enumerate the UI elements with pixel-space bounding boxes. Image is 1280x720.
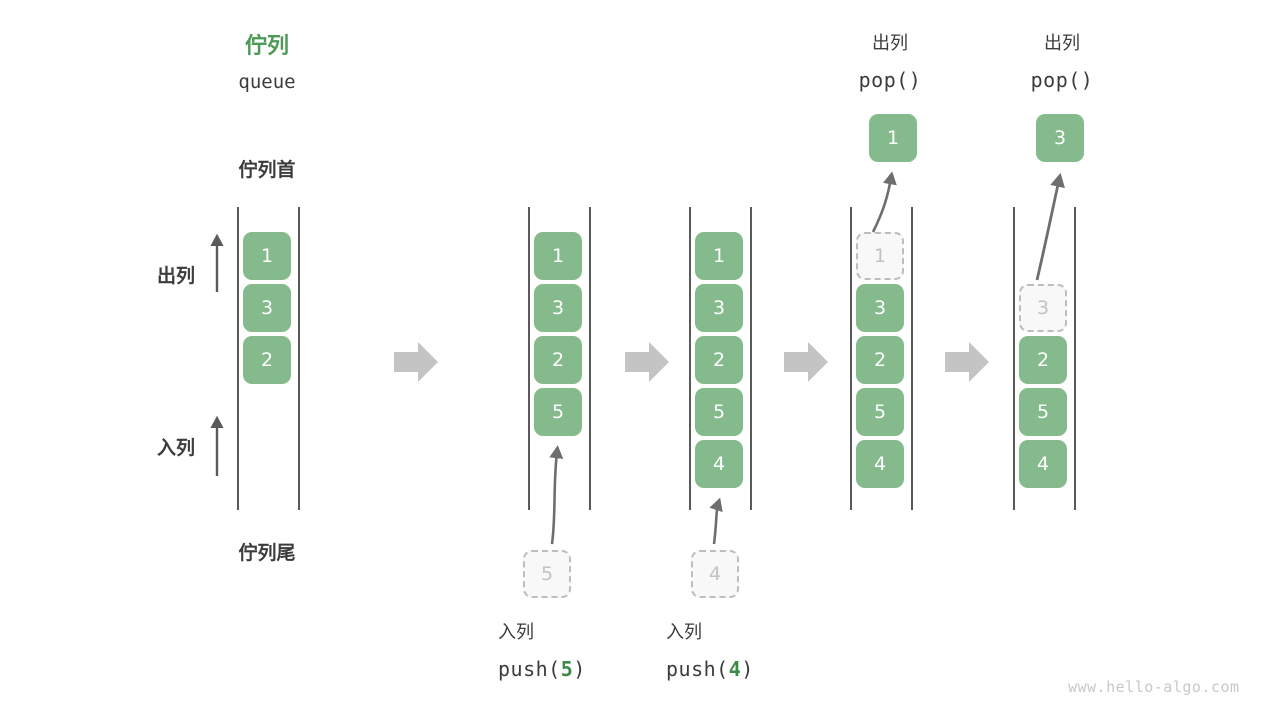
queue-rail-left-0 — [237, 207, 239, 510]
page-title-en: queue — [238, 71, 296, 93]
queue-cell: 5 — [856, 388, 904, 436]
step-caption-code-2: push(4) — [666, 657, 826, 682]
queue-cell: 1 — [695, 232, 743, 280]
queue-rear-label: 佇列尾 — [238, 542, 296, 564]
page-title-cn: 佇列 — [244, 34, 289, 59]
dequeue-direction-label: 出列 — [156, 265, 195, 287]
queue-rail-right-0 — [298, 207, 300, 510]
queue-cell: 5 — [695, 388, 743, 436]
push-arg: 4 — [728, 657, 742, 681]
step-arrow — [945, 342, 989, 382]
queue-cell-new: 4 — [695, 440, 743, 488]
queue-rail-left-1 — [528, 207, 530, 510]
queue-cell-removed: 3 — [1019, 284, 1067, 332]
step-caption-cn-1: 入列 — [498, 622, 534, 643]
queue-cell-removed: 1 — [856, 232, 904, 280]
queue-cell: 4 — [1019, 440, 1067, 488]
popped-element: 3 — [1036, 114, 1084, 162]
incoming-element-ghost: 5 — [523, 550, 571, 598]
push-prefix: push( — [498, 657, 561, 681]
push-prefix: push( — [666, 657, 729, 681]
queue-front-label: 佇列首 — [238, 159, 296, 181]
queue-cell: 4 — [856, 440, 904, 488]
queue-cell: 3 — [534, 284, 582, 332]
push-suffix: ) — [741, 657, 754, 681]
popped-element: 1 — [869, 114, 917, 162]
queue-cell: 1 — [243, 232, 291, 280]
queue-cell: 2 — [695, 336, 743, 384]
pop-arrow-3 — [1035, 172, 1065, 281]
queue-rail-left-2 — [689, 207, 691, 510]
step-arrow — [625, 342, 669, 382]
enqueue-direction-label: 入列 — [156, 437, 195, 459]
queue-rail-right-3 — [911, 207, 913, 510]
queue-cell: 2 — [534, 336, 582, 384]
step-header-cn-3: 出列 — [872, 33, 908, 54]
queue-cell: 3 — [695, 284, 743, 332]
queue-cell: 2 — [856, 336, 904, 384]
push-arg: 5 — [560, 657, 574, 681]
queue-cell: 3 — [856, 284, 904, 332]
queue-cell: 2 — [243, 336, 291, 384]
pop-arrow-1 — [871, 171, 897, 233]
incoming-element-ghost: 4 — [691, 550, 739, 598]
queue-rail-left-4 — [1013, 207, 1015, 510]
watermark: www.hello-algo.com — [1068, 678, 1240, 696]
queue-rail-right-4 — [1074, 207, 1076, 510]
queue-cell: 1 — [534, 232, 582, 280]
queue-cell: 5 — [1019, 388, 1067, 436]
queue-rail-right-2 — [750, 207, 752, 510]
push-arrow-5 — [549, 445, 564, 545]
step-header-code-3: pop() — [858, 68, 922, 92]
step-caption-code-1: push(5) — [498, 657, 658, 682]
step-header-cn-4: 出列 — [1044, 33, 1080, 54]
queue-cell-new: 5 — [534, 388, 582, 436]
queue-rail-left-3 — [850, 207, 852, 510]
push-arrow-4 — [709, 497, 723, 545]
queue-cell: 3 — [243, 284, 291, 332]
queue-rail-right-1 — [589, 207, 591, 510]
step-caption-cn-2: 入列 — [666, 622, 702, 643]
step-arrow — [394, 342, 438, 382]
push-suffix: ) — [573, 657, 586, 681]
queue-cell: 2 — [1019, 336, 1067, 384]
step-arrow — [784, 342, 828, 382]
step-header-code-4: pop() — [1030, 68, 1094, 92]
